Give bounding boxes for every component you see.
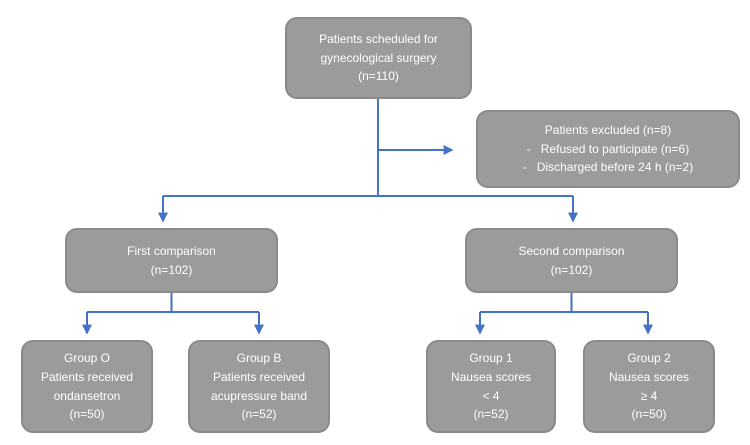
box-group-b: Group B Patients received acupressure ba… bbox=[188, 340, 330, 433]
box-text-line: ondansetron bbox=[53, 388, 121, 403]
box-second-comparison: Second comparison (n=102) bbox=[465, 228, 678, 293]
box-text-line: (n=102) bbox=[150, 262, 193, 277]
box-text-line: - Refused to participate (n=6) bbox=[526, 141, 690, 156]
box-text-line: (n=110) bbox=[358, 69, 399, 84]
box-text-line: ≥ 4 bbox=[640, 388, 658, 403]
box-text-line: Patients received bbox=[212, 369, 306, 384]
box-text-line: Group 2 bbox=[627, 351, 671, 366]
box-text-line: Second comparison bbox=[518, 243, 625, 258]
box-enrollment: Patients scheduled for gynecological sur… bbox=[285, 17, 472, 99]
box-text-line: < 4 bbox=[482, 388, 500, 403]
box-text-line: Group B bbox=[236, 351, 282, 366]
box-text-line: Nausea scores bbox=[608, 369, 690, 384]
box-excluded: Patients excluded (n=8) - Refused to par… bbox=[476, 110, 740, 188]
box-text-line: Group O bbox=[63, 351, 111, 366]
box-text-line: Patients excluded (n=8) bbox=[544, 123, 672, 138]
box-text-line: (n=52) bbox=[241, 407, 277, 422]
box-text-line: (n=50) bbox=[69, 407, 105, 422]
box-group-1: Group 1 Nausea scores < 4 (n=52) bbox=[426, 340, 556, 433]
box-text-line: Patients scheduled for bbox=[319, 32, 438, 47]
box-text-line: (n=50) bbox=[631, 407, 667, 422]
box-text-line: acupressure band bbox=[210, 388, 308, 403]
box-group-2: Group 2 Nausea scores ≥ 4 (n=50) bbox=[583, 340, 715, 433]
box-first-comparison: First comparison (n=102) bbox=[65, 228, 278, 293]
box-text-line: (n=52) bbox=[473, 407, 509, 422]
box-group-o: Group O Patients received ondansetron (n… bbox=[21, 340, 153, 433]
box-text-line: (n=102) bbox=[550, 262, 593, 277]
box-text-line: Nausea scores bbox=[450, 369, 532, 384]
box-text-line: First comparison bbox=[127, 243, 216, 258]
box-text-line: Group 1 bbox=[469, 351, 513, 366]
box-text-line: Patients received bbox=[40, 369, 134, 384]
box-text-line: - Discharged before 24 h (n=2) bbox=[522, 160, 694, 175]
box-text-line: gynecological surgery bbox=[320, 50, 437, 65]
